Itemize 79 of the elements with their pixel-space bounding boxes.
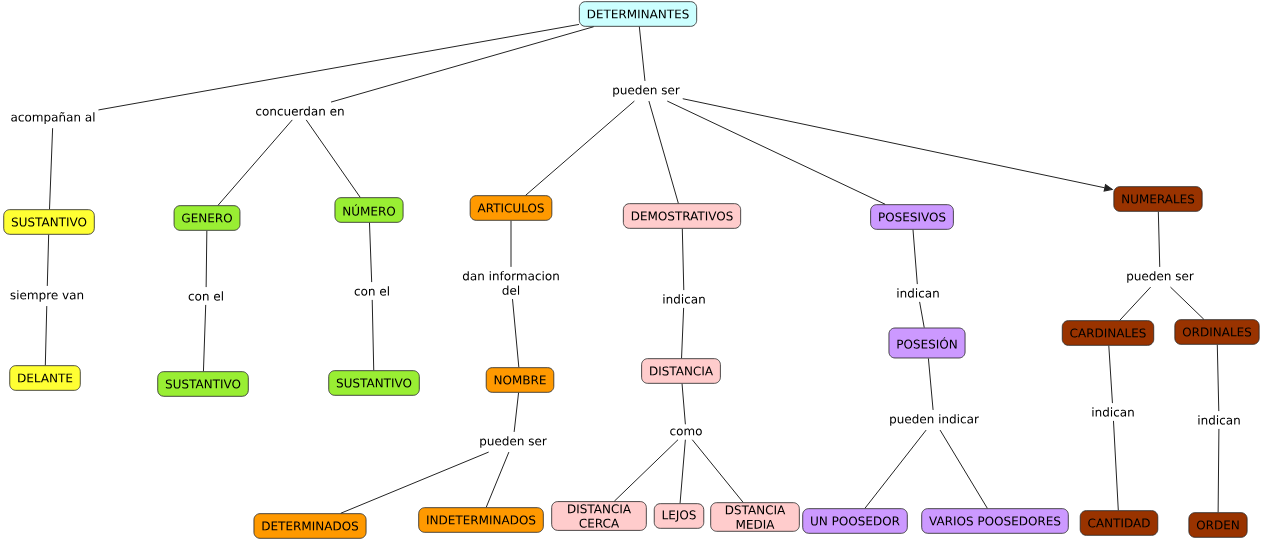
concept-box: DEMOSTRATIVOS [622,203,742,229]
connector-line [1108,345,1113,404]
connector-line [512,298,520,368]
concept-box: DELANTE [9,365,81,391]
connector-line [1217,428,1220,513]
linking-phrase: acompañan al [7,108,99,128]
linking-phrase: siempre van [7,286,87,306]
concept-box: ARTICULOS [469,195,553,221]
linking-phrase: con el [185,287,227,305]
linking-phrase: indican [659,290,709,308]
concept-box: DSTANCIA MEDIA [710,502,800,532]
connector-line [340,451,490,514]
connector-line [49,127,54,210]
concept-box: LEJOS [653,503,705,529]
connector-line [330,26,595,103]
connector-line [691,439,744,503]
linking-phrase: pueden ser [609,81,683,101]
connector-line [666,100,886,205]
connector-line [46,234,50,287]
connector-line [679,439,686,504]
connector-line [513,392,520,433]
connector-line [1113,420,1119,511]
connector-line [305,119,361,198]
linking-phrase: como [666,424,706,440]
connector-line [681,228,685,291]
connector-line [613,439,679,502]
concept-box: DISTANCIA [641,358,721,384]
connector-line [864,429,927,509]
connector-line [44,305,48,366]
concept-box: INDETERMINADOS [418,507,544,533]
linking-phrase: con el [351,282,393,300]
concept-box: CARDINALES [1061,320,1155,346]
linking-phrase: concuerdan en [252,102,348,120]
connector-line [638,26,646,82]
connector-line [371,299,375,371]
linking-phrase: indican [1194,411,1244,429]
concept-box: NÚMERO [334,197,404,223]
connector-line [217,119,293,206]
connector-line [510,220,512,268]
connector-line [1157,211,1161,268]
connector-line [485,451,510,508]
linking-phrase: pueden ser [1123,267,1197,287]
linking-phrase: pueden indicar [886,410,982,430]
concept-box: DETERMINANTES [578,1,698,27]
concept-box: CANTIDAD [1079,510,1159,536]
concept-box: POSESIVOS [870,204,954,230]
concept-box: SUSTANTIVO [328,370,420,396]
connector-line [1216,344,1220,412]
connector-line [648,100,679,204]
concept-box: DETERMINADOS [253,513,367,539]
concept-box: ORDINALES [1174,319,1260,345]
connector-line [369,222,373,283]
concept-box: VARIOS POOSEDORES [921,508,1069,534]
connector-line [939,429,988,509]
connector-line [927,357,934,411]
concept-box: SUSTANTIVO [157,371,249,397]
concept-box: NOMBRE [485,367,555,393]
connector-line [681,307,685,359]
concept-box: GENERO [173,205,241,231]
connector-line [202,304,207,372]
concept-box: DISTANCIA CERCA [551,501,647,531]
arrow [682,98,1113,192]
linking-phrase: indican [1088,403,1138,421]
connector-line [205,230,208,288]
concept-box: NUMERALES [1113,186,1203,212]
connector-line [912,229,918,285]
connector-line [97,23,580,111]
concept-box: SUSTANTIVO [3,209,95,235]
linking-phrase: pueden ser [476,432,550,452]
connector-line [1169,286,1205,320]
concept-box: UN POOSEDOR [802,508,908,534]
connector-line [681,383,686,425]
concept-box: ORDEN [1188,512,1248,538]
linking-phrase: dan informacion del [456,267,566,299]
concept-box: POSESIÓN [888,327,966,359]
connector-line [1119,286,1152,321]
connector-line [525,100,635,196]
connector-line [919,301,925,329]
linking-phrase: indican [893,284,943,302]
